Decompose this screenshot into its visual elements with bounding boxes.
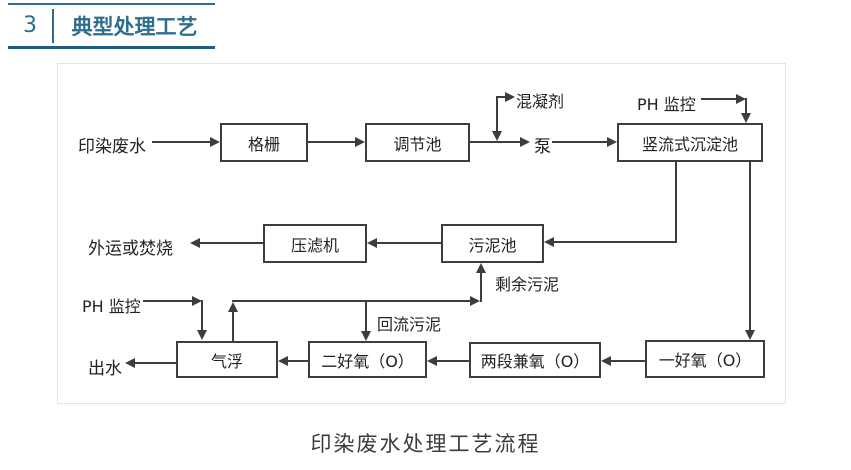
connector-coagulant-top — [496, 96, 505, 98]
connector-excess-sludge-riser — [480, 272, 482, 302]
label-influent: 印染废水 — [78, 137, 146, 157]
connector-sedimentation-sludge-run — [554, 241, 677, 243]
connector-filterpress-disposal — [200, 242, 263, 244]
connector-ph-bottom — [143, 300, 192, 302]
arrowhead-into-pump-icon — [520, 137, 530, 147]
header-divider — [52, 8, 54, 43]
arrowhead-return-into-aerobic2-icon — [361, 331, 371, 341]
arrowhead-ph-into-sedimentation-icon — [741, 113, 751, 123]
connector-flotation-effluent — [135, 362, 176, 364]
arrowhead-into-regulating-icon — [355, 137, 365, 147]
connector-facultative-aerobic2 — [437, 360, 469, 362]
connector-regulating-pump — [470, 141, 520, 143]
connector-ph-bottom-drop — [201, 300, 203, 330]
label-excess-sludge: 剩余污泥 — [495, 275, 560, 294]
connector-grid-regulating — [308, 141, 357, 143]
box-aerobic-2: 二好氧（O） — [308, 341, 427, 378]
section-title: 典型处理工艺 — [71, 14, 198, 39]
box-sludge-tank: 污泥池 — [441, 224, 544, 263]
arrowhead-ph-into-flotation-icon — [197, 330, 207, 340]
arrowhead-ph-top-corner-icon — [736, 94, 746, 104]
connector-sedimentation-sludge-drop — [675, 162, 677, 243]
label-coagulant: 混凝剂 — [516, 92, 565, 111]
box-regulating-tank: 调节池 — [365, 123, 470, 162]
section-number: 3 — [23, 13, 37, 38]
arrowhead-into-effluent-icon — [125, 358, 135, 368]
connector-ph-top-drop — [745, 98, 747, 114]
arrowhead-into-facultative-icon — [601, 356, 611, 366]
connector-pump-sedimentation — [552, 141, 607, 143]
arrowhead-into-disposal-icon — [190, 238, 200, 248]
arrowhead-from-flotation-icon — [228, 302, 238, 312]
label-ph-monitor-top: PH 监控 — [637, 95, 696, 114]
connector-sludge-return-header — [232, 300, 472, 302]
connector-sedimentation-aerobic1-drop — [749, 162, 751, 331]
arrowhead-into-aerobic1-icon — [745, 330, 755, 340]
box-grid: 格栅 — [220, 123, 308, 162]
arrowhead-ph-bottom-corner-icon — [192, 296, 202, 306]
label-return-sludge: 回流污泥 — [377, 315, 442, 334]
connector-aerobic2-flotation — [288, 360, 308, 362]
box-aerobic-1: 一好氧（O） — [645, 340, 765, 378]
caption: 印染废水处理工艺流程 — [310, 432, 541, 456]
box-air-flotation: 气浮 — [176, 341, 278, 378]
arrowhead-into-grid-icon — [210, 137, 220, 147]
label-disposal: 外运或焚烧 — [88, 239, 173, 259]
arrowhead-sludge-header-corner-icon — [470, 296, 480, 306]
box-sedimentation-tank: 竖流式沉淀池 — [617, 123, 763, 162]
arrowhead-into-flotation-icon — [278, 356, 288, 366]
arrowhead-into-aerobic2-icon — [427, 356, 437, 366]
box-filter-press: 压滤机 — [263, 224, 367, 263]
connector-ph-top — [701, 98, 736, 100]
connector-return-sludge-drop — [365, 302, 367, 332]
section-header: 3 典型处理工艺 — [8, 3, 215, 49]
connector-influent-grid — [152, 141, 212, 143]
arrowhead-excess-sludge-icon — [476, 263, 486, 273]
arrowhead-into-coagulant-icon — [505, 92, 515, 102]
connector-sludge-filterpress — [377, 242, 441, 244]
connector-flotation-riser — [232, 308, 234, 341]
box-two-stage-facultative: 两段兼氧（O） — [469, 342, 601, 378]
arrowhead-into-filterpress-icon — [367, 238, 377, 248]
connector-coagulant-riser — [496, 96, 498, 132]
arrowhead-into-sludge-tank-icon — [544, 237, 554, 247]
arrowhead-coagulant-dosing-icon — [492, 131, 502, 141]
connector-aerobic1-facultative — [611, 360, 645, 362]
label-effluent: 出水 — [88, 359, 122, 379]
label-pump: 泵 — [534, 137, 551, 157]
arrowhead-into-sedimentation-icon — [607, 137, 617, 147]
label-ph-monitor-bottom: PH 监控 — [82, 297, 141, 316]
